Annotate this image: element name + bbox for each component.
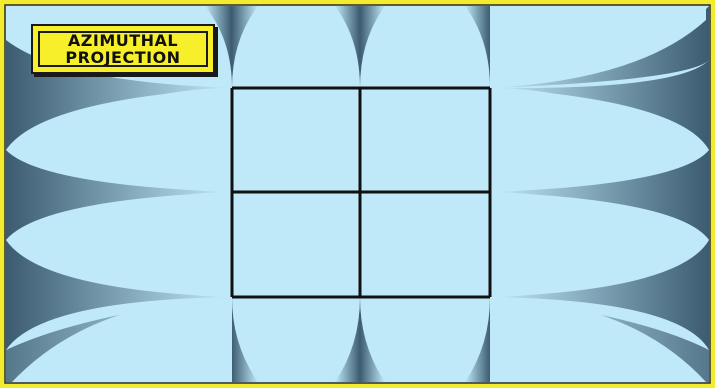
title-line-1: AZIMUTHAL bbox=[68, 32, 178, 49]
title-line-2: PROJECTION bbox=[65, 49, 180, 66]
title-label: AZIMUTHAL PROJECTION bbox=[31, 24, 215, 74]
